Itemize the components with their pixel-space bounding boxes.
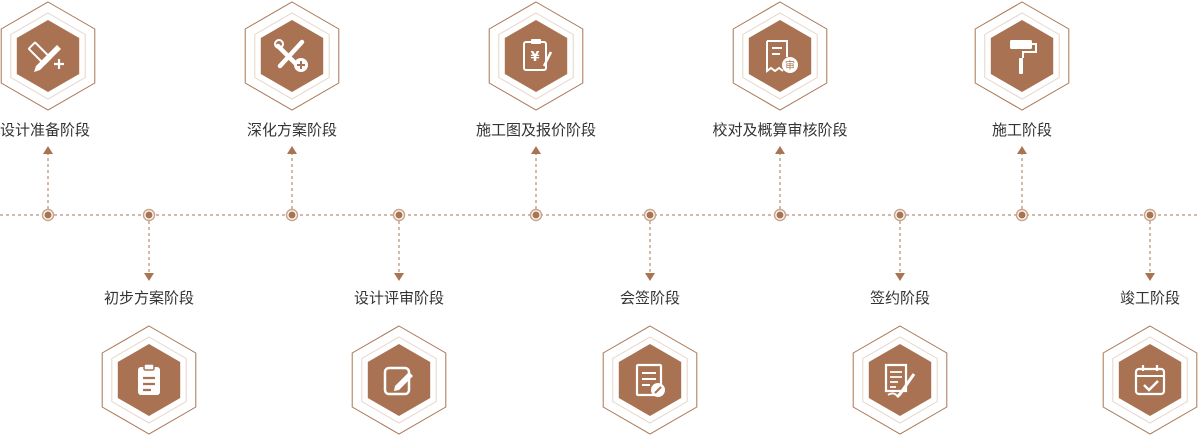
- stage-badge: ¥: [488, 1, 584, 111]
- pencil-ruler-plus-icon: [28, 41, 64, 72]
- stage-badge: [852, 325, 948, 435]
- connector-arrow: [645, 215, 655, 281]
- stage-badge: [602, 325, 698, 435]
- stage-9: [974, 1, 1070, 222]
- svg-text:¥: ¥: [530, 50, 539, 65]
- stage-badge: [0, 1, 96, 111]
- stage-label: 施工图及报价阶段: [475, 121, 597, 139]
- review-stamp-icon: 审: [766, 40, 798, 73]
- stage-3: [244, 1, 340, 222]
- stage-label: 竣工阶段: [1119, 289, 1181, 307]
- svg-text:审: 审: [785, 59, 795, 72]
- connector-arrow: [287, 146, 297, 215]
- stage-label: 设计评审阶段: [353, 289, 445, 307]
- edit-square-icon: [383, 366, 413, 396]
- stage-label: 签约阶段: [869, 289, 931, 307]
- connector-arrow: [43, 146, 53, 215]
- stage-label: 初步方案阶段: [103, 289, 195, 307]
- connector-arrow: [394, 215, 404, 281]
- stage-badge: [101, 325, 197, 435]
- stage-label: 校对及概算审核阶段: [712, 121, 848, 139]
- stage-8: [852, 208, 948, 435]
- stage-5: ¥: [488, 1, 584, 222]
- stage-2: [101, 208, 197, 435]
- stage-label: 施工阶段: [991, 121, 1053, 139]
- stage-label: 深化方案阶段: [246, 121, 338, 139]
- stage-badge: [244, 1, 340, 111]
- stage-badge: [974, 1, 1070, 111]
- connector-arrow: [895, 215, 905, 281]
- stage-label: 设计准备阶段: [0, 121, 91, 139]
- stage-badge: [351, 325, 447, 435]
- document-pen-icon: [635, 363, 665, 397]
- stage-1: [0, 1, 96, 222]
- connector-arrow: [1145, 215, 1155, 281]
- stage-badge: 审: [732, 1, 828, 111]
- stage-6: [602, 208, 698, 435]
- contract-sign-icon: [884, 363, 916, 399]
- connector-arrow: [775, 146, 785, 215]
- connector-arrow: [531, 146, 541, 215]
- stage-7: 审: [732, 1, 828, 222]
- clipboard-list-icon: [138, 363, 160, 395]
- stage-4: [351, 208, 447, 435]
- connector-arrow: [144, 215, 154, 281]
- paint-roller-icon: [1010, 40, 1037, 74]
- stage-badge: [1102, 325, 1198, 435]
- yen-document-icon: ¥: [523, 39, 553, 71]
- stage-label: 会签阶段: [619, 289, 681, 307]
- calendar-check-icon: [1134, 365, 1166, 396]
- tools-plus-icon: [274, 39, 308, 72]
- stage-10: [1102, 208, 1198, 435]
- connector-arrow: [1017, 146, 1027, 215]
